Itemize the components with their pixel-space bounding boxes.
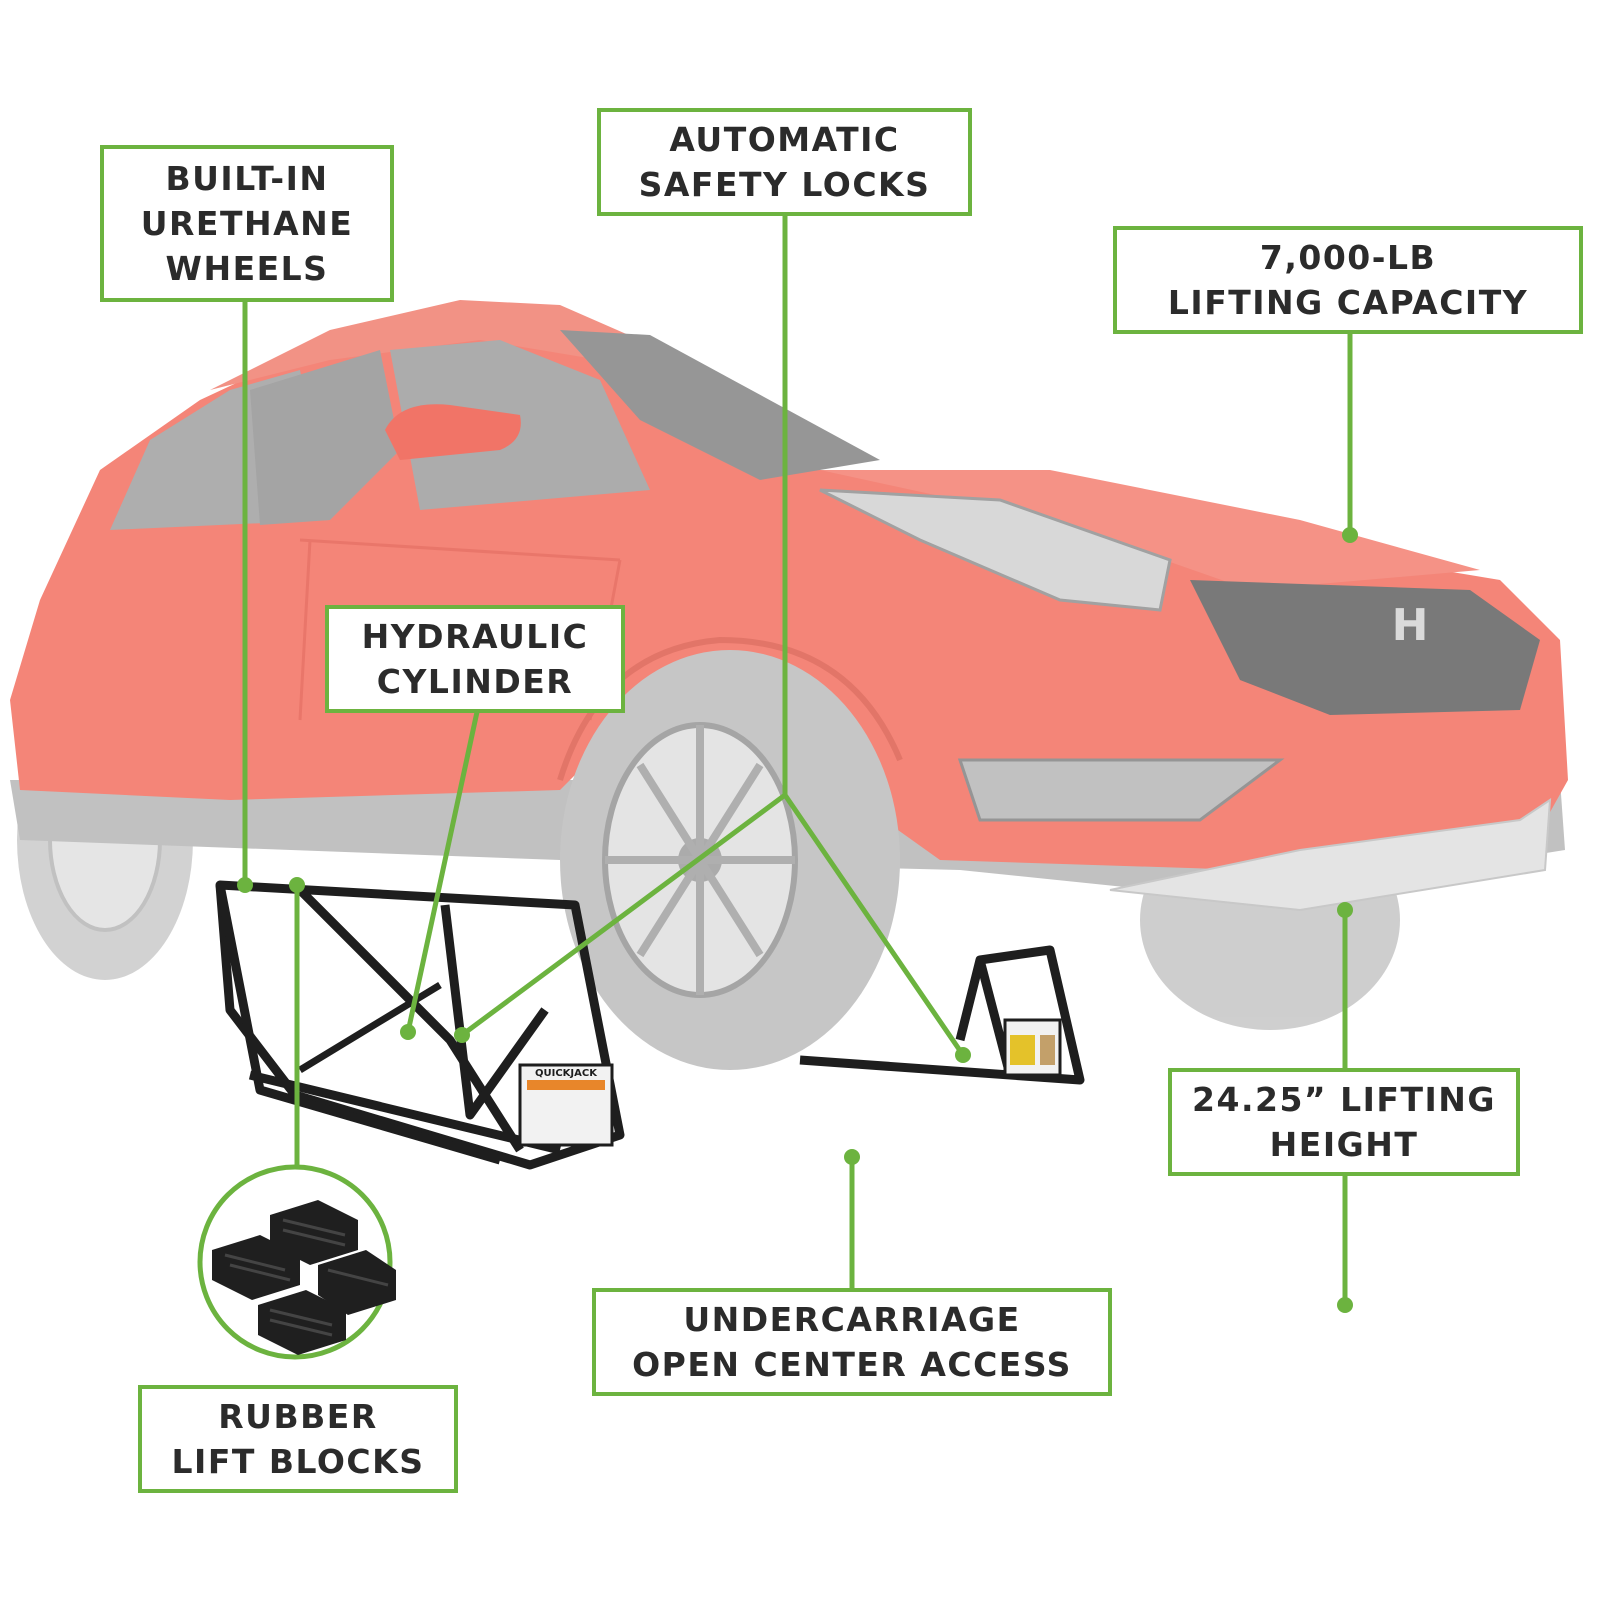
callout-wheels-line3: WHEELS [165, 249, 329, 288]
callout-access-line1: UNDERCARRIAGE [683, 1300, 1021, 1339]
callout-wheels-line2: URETHANE [140, 204, 354, 243]
callout-height-line1: 24.25” LIFTING [1192, 1080, 1496, 1119]
car-badge-icon: H [1392, 600, 1429, 651]
callout-access-line2: OPEN CENTER ACCESS [632, 1345, 1072, 1384]
headlight [819, 488, 1172, 612]
skid-plate [1109, 798, 1552, 912]
car-roof [210, 300, 830, 470]
leader-dots [237, 527, 1358, 1313]
quickjack-label-left: QUICKJACK [535, 1068, 598, 1079]
car-illustration: H [10, 300, 1568, 1070]
callout-open-center-access: UNDERCARRIAGE OPEN CENTER ACCESS [592, 1288, 1112, 1396]
callout-wheels-line1: BUILT-IN [165, 159, 329, 198]
callout-locks-line1: AUTOMATIC [669, 120, 900, 159]
callout-height-line2: HEIGHT [1269, 1125, 1419, 1164]
callout-capacity-line1: 7,000-LB [1259, 238, 1437, 277]
callout-cylinder-line2: CYLINDER [376, 662, 574, 701]
leader-locks [460, 215, 966, 1057]
callout-locks-line2: SAFETY LOCKS [638, 165, 931, 204]
callout-hydraulic-cylinder: HYDRAULIC CYLINDER [325, 605, 625, 713]
callout-lifting-capacity: 7,000-LB LIFTING CAPACITY [1113, 226, 1583, 334]
leader-cylinder [405, 711, 480, 1033]
callout-capacity-line2: LIFTING CAPACITY [1167, 283, 1529, 322]
callout-rubber-lift-blocks: RUBBER LIFT BLOCKS [138, 1385, 458, 1493]
warning-label-right [1003, 1018, 1062, 1077]
callout-lifting-height: 24.25” LIFTING HEIGHT [1168, 1068, 1520, 1176]
warning-label-left: QUICKJACK [518, 1063, 614, 1147]
grille [1190, 580, 1540, 715]
callout-blocks-line1: RUBBER [218, 1397, 378, 1436]
callout-safety-locks: AUTOMATIC SAFETY LOCKS [597, 108, 972, 216]
callout-cylinder-line1: HYDRAULIC [361, 617, 589, 656]
leader-lines [242, 215, 1353, 1305]
side-window-rear [250, 350, 400, 525]
side-mirror [385, 404, 521, 460]
callout-blocks-line2: LIFT BLOCKS [171, 1442, 425, 1481]
lift-frame-left [215, 880, 625, 1170]
windshield [560, 330, 880, 480]
callout-urethane-wheels: BUILT-IN URETHANE WHEELS [100, 145, 394, 302]
hydraulic-cylinder-rod [298, 982, 442, 1073]
rubber-blocks-icon [212, 1200, 396, 1355]
fog-light-housing [957, 758, 1285, 822]
